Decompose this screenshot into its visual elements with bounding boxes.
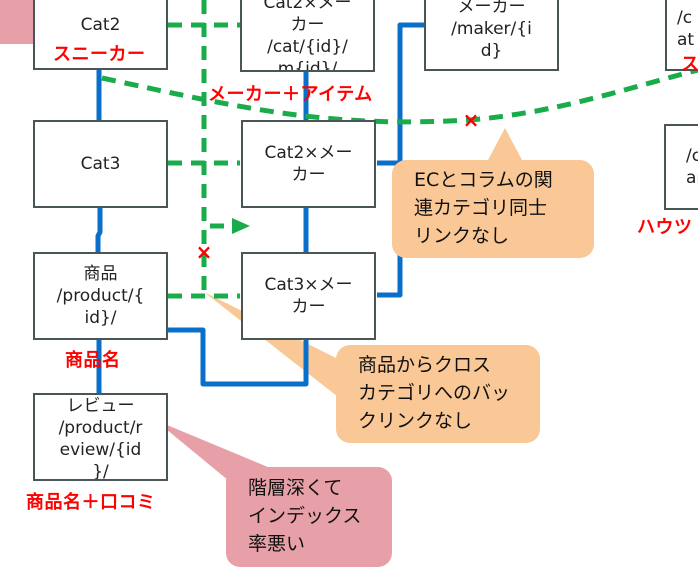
callout-product-backlink-text: 商品からクロス カテゴリへのバッ クリンクなし — [358, 351, 510, 435]
node-cat2-maker-line3: /cat/{id}/ — [267, 37, 348, 57]
node-cat2-title: Cat2 — [80, 15, 121, 35]
node-product-line2: /product/{ — [56, 286, 145, 306]
callout-product-backlink-line1: 商品からクロス — [358, 354, 492, 376]
node-cat2-maker-line4: m{id}/ — [277, 59, 338, 72]
link-product-cat3xmaker — [168, 327, 309, 387]
node-column-cat-mid-line2: ar — [686, 168, 698, 188]
broken-link-marker-ec-column: × — [462, 108, 480, 132]
callout-product-backlink-line3: クリンクなし — [358, 410, 473, 432]
node-review[interactable]: レビュー /product/r eview/{id }/ — [33, 393, 168, 481]
node-review-line3: eview/{id — [59, 440, 142, 460]
link-cat3-product — [95, 208, 103, 252]
keyword-review: 商品名＋口コミ — [26, 492, 156, 513]
node-column-cat-mid-line1: /c — [686, 146, 698, 166]
node-cat3[interactable]: Cat3 — [33, 120, 168, 208]
node-cat2-maker-line1: Cat2×メー — [263, 0, 352, 13]
node-cat2-maker[interactable]: Cat2×メー カー /cat/{id}/ m{id}/ — [240, 0, 375, 72]
node-cat3x-maker-line2: カー — [291, 297, 326, 317]
node-cat2x-maker[interactable]: Cat2×メー カー — [241, 120, 376, 208]
node-cat2x-maker-line1: Cat2×メー — [264, 143, 353, 163]
callout-ec-column-text: ECとコラムの関 連カテゴリ同士 リンクなし — [414, 166, 553, 250]
callout-deep-hierarchy-line3: 率悪い — [248, 533, 306, 555]
callout-deep-hierarchy-line2: インデックス — [248, 505, 362, 527]
callout-ec-column-line2: 連カテゴリ同士 — [414, 197, 548, 219]
keyword-product: 商品名 — [65, 350, 121, 371]
node-maker-line2: /maker/{i — [451, 18, 532, 39]
callout-deep-hierarchy-line1: 階層深くて — [248, 477, 343, 499]
keyword-column-mid: ハウツ — [637, 217, 693, 238]
keyword-maker-item: メーカー＋アイテム — [208, 84, 373, 105]
node-cat2-maker-line2: カー — [290, 15, 325, 35]
callout-deep-hierarchy: 階層深くて インデックス 率悪い — [226, 467, 392, 567]
callout-deep-hierarchy-text: 階層深くて インデックス 率悪い — [248, 474, 361, 558]
broken-link-marker-backlink: × — [195, 240, 213, 264]
node-maker-line1: メーカー — [457, 0, 526, 17]
node-maker[interactable]: メーカー /maker/{i d} — [424, 0, 559, 71]
node-column-cat-mid[interactable]: /c ar — [664, 124, 698, 210]
callout-ec-column-line3: リンクなし — [414, 225, 510, 247]
node-product-line3: id}/ — [84, 308, 117, 328]
callout-product-backlink-line2: カテゴリへのバッ — [358, 382, 511, 404]
node-column-cat-top-line2: at — [677, 29, 695, 50]
callout-product-backlink: 商品からクロス カテゴリへのバッ クリンクなし — [336, 345, 540, 443]
node-product[interactable]: 商品 /product/{ id}/ — [33, 252, 168, 340]
keyword-cat2: スニーカー — [53, 44, 146, 65]
keyword-column-top: ス — [681, 54, 698, 75]
node-cat3-title: Cat3 — [80, 154, 121, 174]
node-cat3x-maker[interactable]: Cat3×メー カー — [241, 252, 376, 340]
node-review-line2: /product/r — [58, 418, 143, 438]
crosslink-ec-to-column — [101, 67, 698, 125]
node-review-line4: }/ — [92, 462, 109, 481]
node-maker-line3: d} — [480, 40, 503, 61]
callout-ec-column: ECとコラムの関 連カテゴリ同士 リンクなし — [392, 160, 594, 258]
node-cat2x-maker-line2: カー — [291, 165, 326, 185]
cross-links — [101, 0, 698, 299]
callout-ec-column-line1: ECとコラムの関 — [414, 169, 553, 191]
node-product-line1: 商品 — [83, 264, 118, 284]
node-column-cat-top[interactable]: /c at — [665, 0, 698, 71]
arrow-head — [232, 218, 250, 234]
node-column-cat-top-line1: /c — [677, 7, 693, 28]
node-cat2[interactable]: Cat2 — [33, 0, 168, 70]
node-review-line1: レビュー — [66, 396, 135, 416]
node-cat3x-maker-line1: Cat3×メー — [264, 275, 353, 295]
